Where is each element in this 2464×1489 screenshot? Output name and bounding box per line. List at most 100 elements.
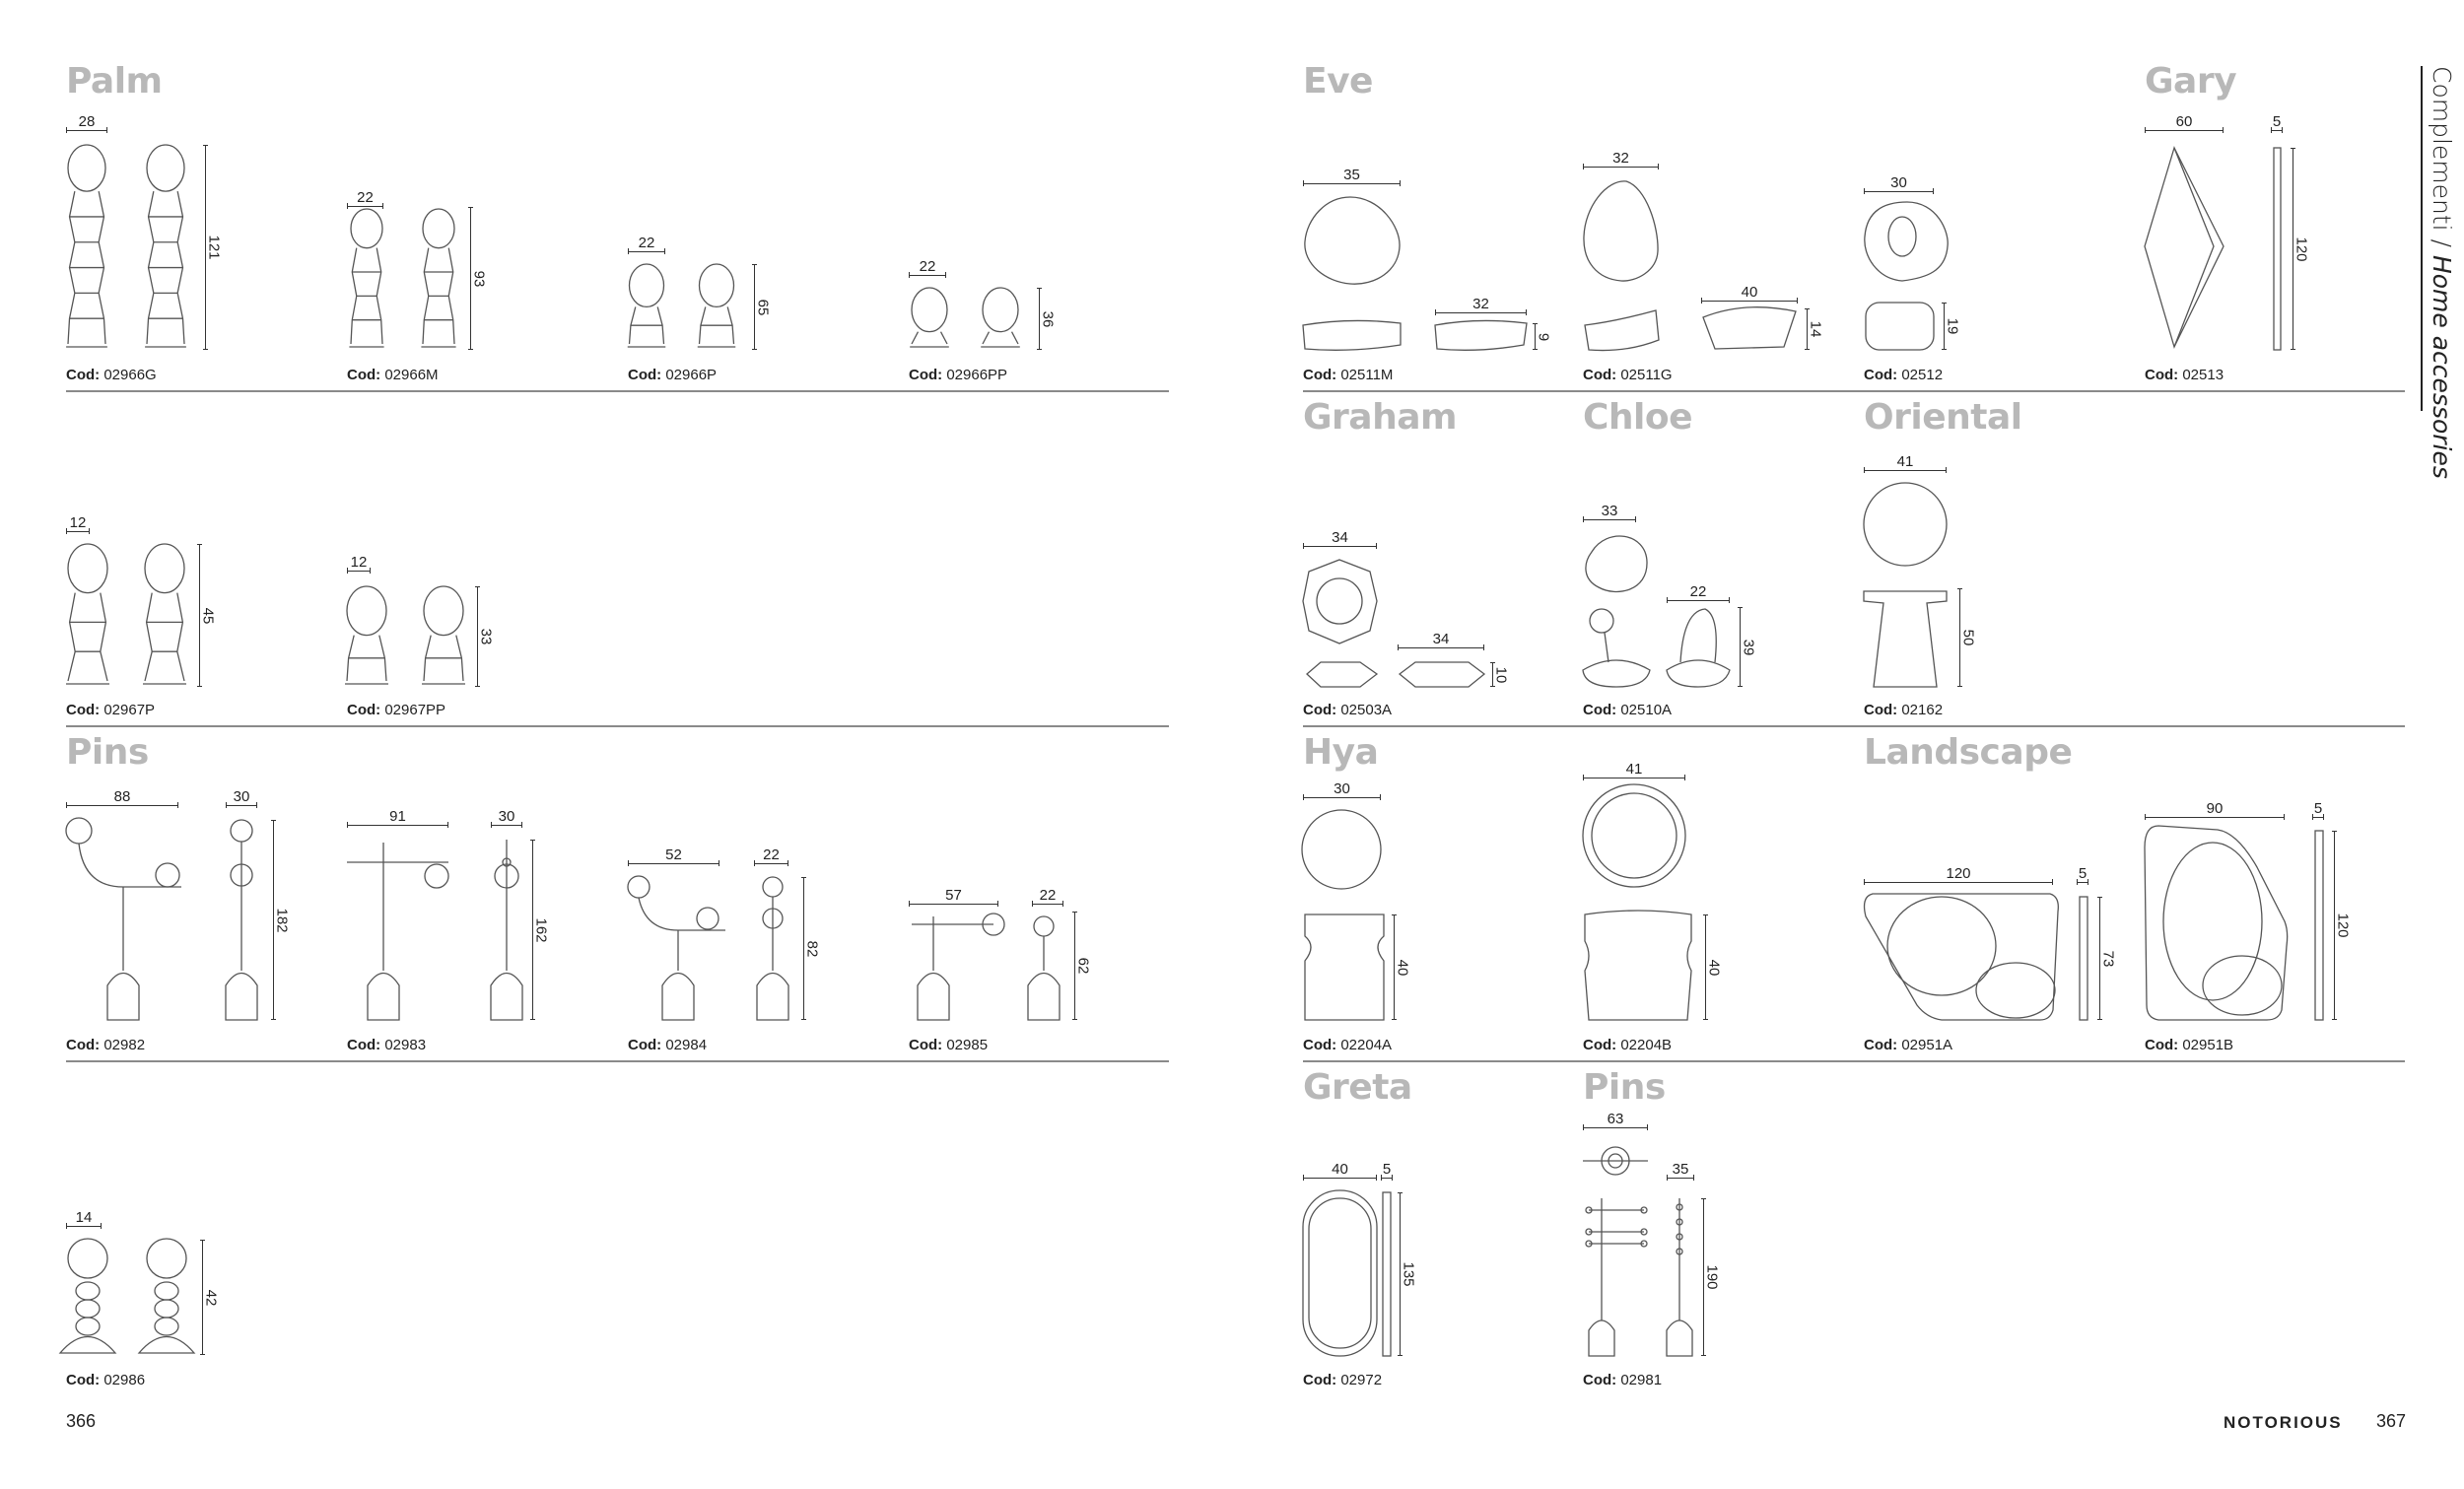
globe [423,585,464,637]
mirror-front [2144,146,2215,350]
base [756,972,789,1021]
graham-02503A [1302,559,1486,688]
divider [66,390,1169,392]
body-outline [628,306,637,345]
body-outline [176,592,185,682]
base [58,1336,117,1354]
cod-label: Cod: [66,702,101,718]
product-code: Cod: 02511G [1583,367,1673,383]
palm-02966G-side [145,144,186,348]
cod-label: Cod: [2145,1037,2179,1053]
product-code-value: 02982 [103,1037,146,1053]
product-code: Cod: 02986 [66,1372,145,1388]
section-title-palm: Palm [66,61,163,102]
palm-02966PP-side [981,287,1020,348]
globe [350,208,383,249]
product-code-value: 02511G [1620,367,1673,383]
bead [154,1281,179,1301]
top-view-ring [1601,1146,1630,1176]
product-code-value: 02951B [2182,1037,2234,1053]
body-outline [422,247,430,345]
width-dimension: 52 [628,847,719,866]
top-view-ring [1608,1153,1623,1169]
body-outline [423,635,432,682]
base [225,972,258,1021]
width-dimension: 35 [1303,168,1401,186]
mirror-edge [2173,147,2224,348]
width-dimension: 120 [1864,866,2053,885]
body-outline [146,190,155,345]
product-code-value: 02967PP [384,702,446,718]
height-dimension: 14 [1805,308,1824,350]
body-outline [67,190,76,345]
hook [1640,1228,1648,1236]
side-label-italic: Home accessories [2428,254,2456,479]
body-outline [455,635,464,682]
hook [1585,1240,1593,1248]
width-dimension: 40 [1701,285,1798,304]
section-title-hya: Hya [1303,732,1379,773]
lamp-02982-front [65,817,181,1021]
mirror-side [1382,1191,1392,1357]
product-code: Cod: 02204A [1303,1037,1392,1053]
product-code: Cod: 02981 [1583,1372,1662,1388]
width-dimension: 12 [66,515,90,534]
side-view [1702,306,1797,350]
height-dimension: 162 [530,840,550,1020]
product-code-value: 02984 [665,1037,708,1053]
width-dimension: 34 [1303,530,1377,549]
height-dimension: 190 [1701,1198,1721,1356]
width-dimension: 90 [2145,801,2285,820]
width-dimension: 35 [1667,1162,1694,1181]
product-code-value: 02986 [103,1372,146,1388]
width-dimension: 5 [1381,1161,1393,1181]
width-dimension: 22 [754,847,788,866]
globe [67,543,108,594]
divider [1303,725,2405,727]
palm-02967PP-side [422,585,465,685]
cod-label: Cod: [1864,1037,1898,1053]
globe [911,287,948,333]
base [106,972,140,1021]
arm [78,843,181,888]
width-dimension: 41 [1864,454,1947,473]
cod-label: Cod: [909,1037,943,1053]
globe [155,862,180,888]
cod-label: Cod: [628,1037,662,1053]
body-outline [378,635,387,682]
width-dimension: 12 [347,555,371,574]
width-dimension: 22 [628,236,665,254]
product-code: Cod: 02512 [1864,367,1943,383]
product-code: Cod: 02951A [1864,1037,1952,1053]
body-outline [67,592,76,682]
globe [146,1238,187,1279]
base [917,972,950,1021]
top-view [1301,809,1382,890]
product-code-value: 02967P [103,702,156,718]
side-base [1666,1320,1693,1357]
bead [75,1317,101,1336]
width-dimension: 88 [66,789,178,808]
section-title-gary: Gary [2145,61,2237,102]
body-outline [98,190,106,345]
mirror-curve [1975,962,2056,1019]
palm-02967PP-front [345,585,388,685]
cod-label: Cod: [1583,367,1617,383]
mirror-front [1302,1189,1378,1357]
lamp-02983-front [347,843,449,1021]
hook [1585,1206,1593,1214]
body-outline [350,247,358,345]
side-view [1306,661,1379,688]
width-dimension: 32 [1583,151,1659,169]
mirror-curve [2162,842,2263,1001]
pins-02981 [1583,1146,1693,1357]
width-dimension: 22 [1667,584,1730,603]
top-view [1863,482,1948,567]
body-outline [726,306,735,345]
divider [1303,1060,2405,1062]
globe [422,208,455,249]
height-dimension: 50 [1957,588,1977,687]
width-dimension: 57 [909,888,998,907]
landscape-02951B [2144,825,2324,1021]
cod-label: Cod: [66,367,101,383]
